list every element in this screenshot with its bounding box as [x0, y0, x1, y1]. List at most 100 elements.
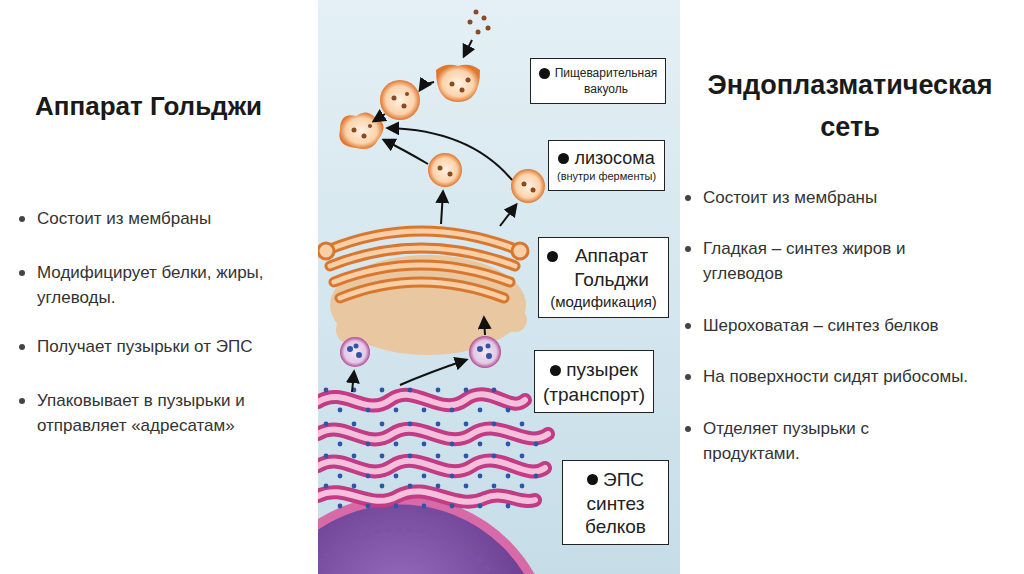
- ribosome: [534, 442, 539, 447]
- column-heading: Эндоплазматическая сеть: [682, 64, 1018, 148]
- ribosome: [450, 408, 455, 413]
- ribosome: [422, 474, 427, 479]
- bullet-text: Получает пузырьки от ЭПС: [37, 334, 307, 359]
- bullet-point: [19, 344, 25, 350]
- food-vacuole: [380, 80, 420, 120]
- bullet-dot: [539, 68, 550, 79]
- bullet-point: [685, 374, 691, 380]
- callout-title: ЭПС: [603, 467, 644, 492]
- vesicle-content: [347, 344, 492, 360]
- ribosome: [492, 484, 497, 489]
- ribosome: [436, 388, 441, 393]
- bullet-text: Отделяет пузырьки с продуктами.: [703, 416, 953, 466]
- callout-note: (модификация): [547, 292, 660, 311]
- ribosome: [394, 504, 399, 509]
- callout-note: синтез белков: [571, 492, 660, 538]
- callout-note: (транспорт): [543, 383, 645, 406]
- ribosome: [408, 484, 413, 489]
- column-heading: Аппарат Гольджи: [35, 86, 315, 126]
- ribosome: [366, 408, 371, 413]
- ribosomes: [324, 388, 539, 509]
- bullet-point: [685, 323, 691, 329]
- bullet-point: [685, 246, 691, 252]
- chromatin: [318, 530, 520, 574]
- callout-row: лизосома: [557, 147, 656, 169]
- particles: [352, 10, 536, 193]
- golgi-end: [512, 243, 528, 259]
- bullet-point: [685, 195, 691, 201]
- callout-box: лизосома(внутри ферменты): [548, 140, 665, 191]
- ribosome: [324, 454, 329, 459]
- bullet-text: Состоит из мембраны: [703, 185, 1003, 210]
- ribosome: [408, 388, 413, 393]
- ribosome: [506, 504, 511, 509]
- bullet-dot: [550, 365, 561, 376]
- bullet-point: [19, 270, 25, 276]
- ribosome: [492, 454, 497, 459]
- ribosome: [450, 442, 455, 447]
- ribosome: [408, 422, 413, 427]
- ribosome: [436, 422, 441, 427]
- ribosome: [352, 484, 357, 489]
- callout-title: пузырек: [566, 357, 638, 383]
- ribosome: [506, 408, 511, 413]
- ribosome: [478, 408, 483, 413]
- bullet-point: [19, 398, 25, 404]
- bullet-text: Шероховатая – синтез белков: [703, 313, 1013, 338]
- ribosome: [464, 422, 469, 427]
- callout-title: лизосома: [574, 147, 654, 169]
- ribosome: [352, 422, 357, 427]
- lysosome: [428, 153, 462, 187]
- bullet-text: Модифицирует белки, жиры, углеводы.: [37, 260, 297, 310]
- transport-vesicle: [469, 336, 501, 368]
- ribosome: [492, 422, 497, 427]
- callout-box: пузырек(транспорт): [534, 350, 654, 413]
- bullet-point: [19, 216, 25, 222]
- ribosome: [366, 442, 371, 447]
- ribosome: [478, 442, 483, 447]
- ribosome: [436, 454, 441, 459]
- golgi-bleb: [503, 308, 527, 332]
- ribosome: [380, 454, 385, 459]
- nucleus: [318, 500, 550, 574]
- bullet-text: На поверхности сидят рибосомы.: [703, 364, 1013, 389]
- transport-vesicle: [340, 337, 370, 367]
- ribosome: [366, 504, 371, 509]
- ribosome: [394, 474, 399, 479]
- ribosome: [464, 484, 469, 489]
- er: [318, 394, 548, 501]
- ribosome: [422, 408, 427, 413]
- ribosome: [380, 388, 385, 393]
- ribosome: [338, 408, 343, 413]
- callout-box: Пищеварительная вакуоль: [530, 58, 666, 104]
- ribosome: [380, 484, 385, 489]
- ribosome: [478, 474, 483, 479]
- golgi-end: [318, 243, 334, 259]
- bullet-dot: [587, 474, 598, 485]
- ribosome: [520, 422, 525, 427]
- callout-row: Пищеварительная вакуоль: [539, 65, 657, 97]
- ribosome: [324, 422, 329, 427]
- callout-note: (внутри ферменты): [557, 169, 656, 184]
- callout-box: Аппарат Гольджи(модификация): [538, 237, 669, 318]
- bullet-text: Упаковывает в пузырьки и отправляет «адр…: [37, 388, 297, 438]
- callout-box: ЭПСсинтез белков: [562, 460, 669, 545]
- callout-title: Пищеварительная вакуоль: [555, 65, 658, 97]
- food-vacuole: [436, 65, 480, 102]
- ribosome: [464, 388, 469, 393]
- ribosome: [380, 422, 385, 427]
- ribosome: [338, 474, 343, 479]
- ribosome: [506, 442, 511, 447]
- ribosome: [366, 474, 371, 479]
- bullet-text: Состоит из мембраны: [37, 206, 297, 231]
- ribosome: [478, 504, 483, 509]
- ribosome: [422, 504, 427, 509]
- bullet-dot: [558, 153, 569, 164]
- process-arrows: [352, 40, 516, 392]
- ribosome: [394, 408, 399, 413]
- callout-row: Аппарат Гольджи: [547, 244, 660, 292]
- ribosome: [450, 474, 455, 479]
- ribosome: [422, 442, 427, 447]
- ribosome: [352, 454, 357, 459]
- golgi-stack: [328, 231, 518, 298]
